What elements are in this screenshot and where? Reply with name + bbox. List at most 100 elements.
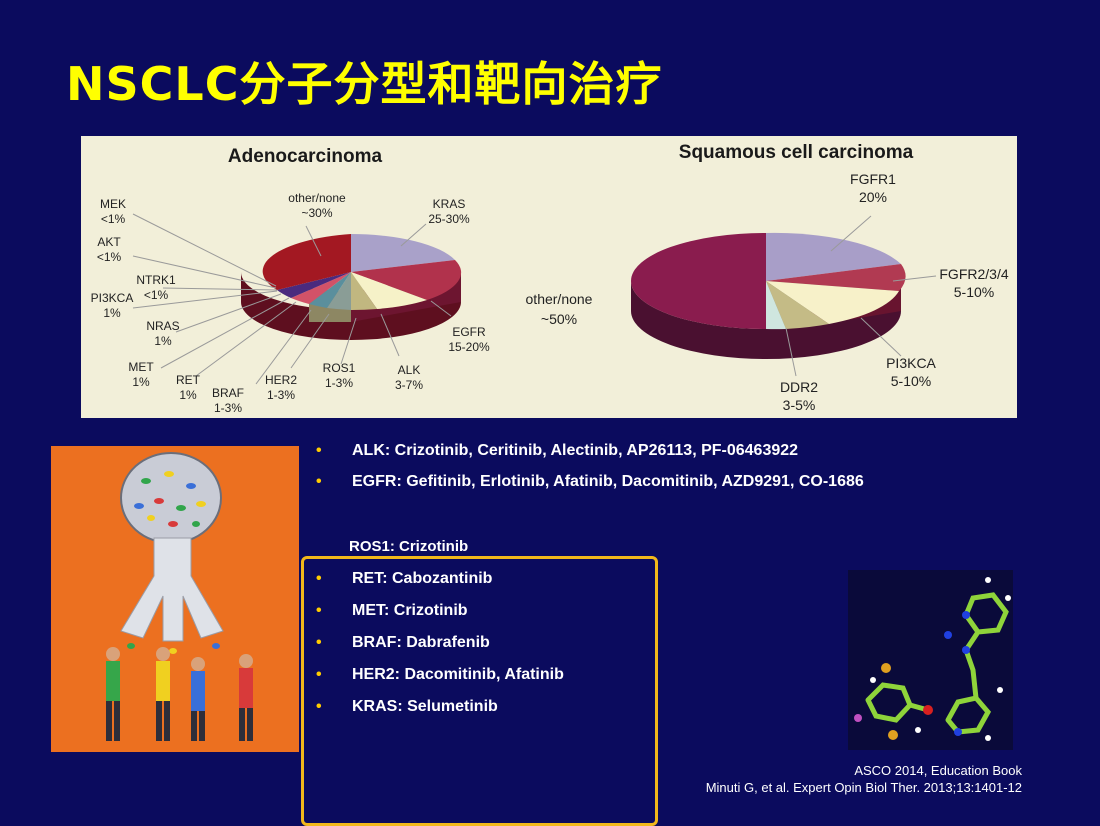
bullet-dot: • [316,602,322,619]
lbl-sq-pi3kca-val: 5-10% [891,373,931,389]
slide-title: NSCLC分子分型和靶向治疗 [66,57,663,111]
adeno-slice-egfr [351,260,462,300]
svg-text:FGFR2/3/45-10%: FGFR2/3/4 5-10% [939,266,1008,300]
lbl-ros1-name: ROS1 [323,361,356,375]
lbl-egfr-val: 15-20% [448,340,490,354]
adeno-slice-her2 [327,272,351,310]
lbl-braf-name: BRAF [212,386,244,400]
molecule-illustration [848,570,1013,750]
lbl-pi3kca-val: 1% [103,306,121,320]
references: ASCO 2014, Education Book Minuti G, et a… [706,762,1022,796]
lbl-fgfr234-name: FGFR2/3/4 [939,266,1008,282]
bullet-met-text: MET: Crizotinib [352,602,468,619]
squamous-title: Squamous cell carcinoma [679,142,914,163]
bullet-alk-text: ALK: Crizotinib, Ceritinib, Alectinib, A… [352,442,799,459]
lbl-ddr2-val: 3-5% [783,397,816,413]
svg-text:NTRK1<1%: NTRK1<1% [136,273,176,302]
lbl-ret-val: 1% [179,388,197,402]
lbl-fgfr1-val: 20% [859,189,887,205]
lbl-alk-val: 3-7% [395,378,423,392]
bullet-ret-text: RET: Cabozantinib [352,570,493,587]
targeted-therapy-illustration [51,446,299,752]
lbl-nras-val: 1% [154,334,172,348]
sq-slice-fgfr1 [766,232,901,281]
adeno-slice-small2 [277,272,351,298]
lbl-adeno-other-val: ~30% [301,206,332,220]
svg-text:AKT<1%: AKT<1% [97,235,122,264]
lbl-sq-other-val: ~50% [541,311,577,327]
lbl-akt-val: <1% [97,250,122,264]
lbl-kras-name: KRAS [433,197,466,211]
lbl-adeno-other-name: other/none [288,191,346,205]
adeno-slice-other [262,234,351,290]
lbl-ros1-val: 1-3% [325,376,353,390]
adeno-slice-braf [309,272,351,308]
lbl-pi3kca-name: PI3KCA [91,291,134,305]
squamous-pie [631,232,906,359]
lbl-mek-val: <1% [101,212,126,226]
lbl-braf-val: 1-3% [214,401,242,415]
bullet-dot: • [316,634,322,651]
lbl-met-val: 1% [132,375,150,389]
sq-slice-pi3kca-b [766,281,829,329]
sq-slice-ddr2 [766,281,786,330]
sq-slice-fgfr234 [766,264,906,291]
lbl-ntrk1-val: <1% [144,288,169,302]
adeno-slice-kras [351,234,455,272]
reference-1: ASCO 2014, Education Book [854,763,1022,778]
lbl-sq-pi3kca-name: PI3KCA [886,355,936,371]
bullet-dot: • [316,570,322,587]
lbl-ret-name: RET [176,373,201,387]
lbl-kras-val: 25-30% [428,212,470,226]
lbl-alk-name: ALK [398,363,421,377]
lbl-akt-name: AKT [97,235,121,249]
bullet-egfr-text: EGFR: Gefitinib, Erlotinib, Afatinib, Da… [352,473,864,490]
bullet-dot: • [316,473,322,490]
sq-slice-other [631,233,766,329]
svg-text:other/none~30%: other/none~30% [288,191,346,220]
bullet-dot: • [316,442,322,459]
bullet-kras-text: KRAS: Selumetinib [352,698,498,715]
adeno-slice-ros1 [351,272,377,311]
lbl-nras-name: NRAS [146,319,179,333]
ros1-line: ROS1: Crizotinib [349,538,469,555]
lbl-egfr-name: EGFR [452,325,486,339]
adeno-slice-alk [351,272,427,309]
sq-slice-pi3kca [766,281,899,324]
lbl-ddr2-name: DDR2 [780,379,818,395]
svg-text:other/none~50%: other/none ~50% [526,291,593,327]
bullet-her2-text: HER2: Dacomitinib, Afatinib [352,666,564,683]
lbl-her2-val: 1-3% [267,388,295,402]
reference-2: Minuti G, et al. Expert Opin Biol Ther. … [705,780,1022,795]
lbl-fgfr1-name: FGFR1 [850,171,896,187]
adeno-slice-small [291,272,351,304]
lbl-met-name: MET [128,360,154,374]
highlight-box [301,556,658,826]
lbl-sq-other-name: other/none [526,291,593,307]
lbl-her2-name: HER2 [265,373,297,387]
adeno-pie [241,234,462,340]
bullet-braf-text: BRAF: Dabrafenib [352,634,490,651]
bullet-dot: • [316,666,322,683]
lbl-mek-name: MEK [100,197,126,211]
lbl-ntrk1-name: NTRK1 [136,273,176,287]
svg-text:MEK<1%: MEK<1% [100,197,126,226]
adeno-title: Adenocarcinoma [228,146,383,167]
lbl-fgfr234-val: 5-10% [954,284,994,300]
bullet-dot: • [316,698,322,715]
